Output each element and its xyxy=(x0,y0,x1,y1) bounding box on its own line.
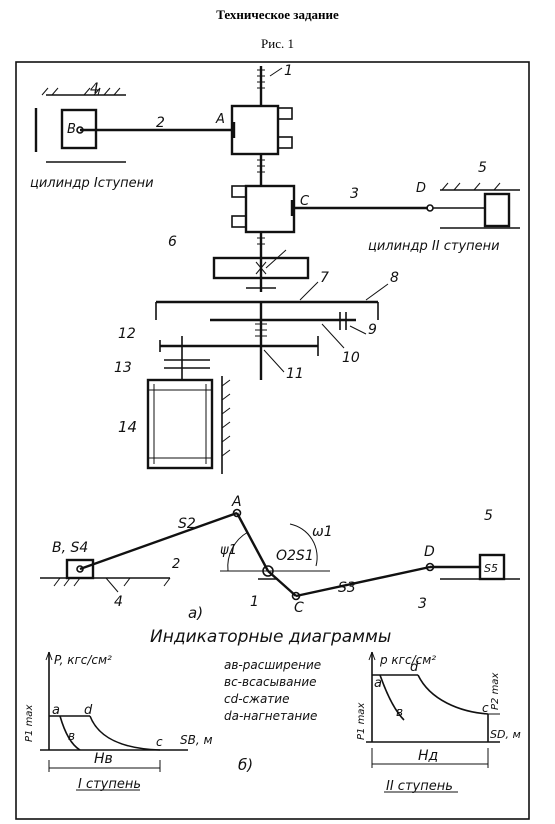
label-8: 8 xyxy=(390,270,399,286)
kin-label-S3: S3 xyxy=(338,580,356,596)
label-4: 4 xyxy=(90,81,99,97)
diag1-pmax: P1 max xyxy=(24,705,35,742)
indicator-diagrams-title: Индикаторные диаграммы xyxy=(150,627,391,647)
diag2-point-b: в xyxy=(396,705,403,719)
diag2-pmax1: P1 max xyxy=(356,703,367,740)
label-A: A xyxy=(215,112,225,127)
kin-label-D: D xyxy=(424,544,435,560)
legend-da: dа-нагнетание xyxy=(224,709,317,723)
diag2-s-axis: SD, м xyxy=(490,728,521,741)
diag1-point-c: c xyxy=(156,735,163,749)
label-6: 6 xyxy=(168,234,177,250)
kin-label-O2S1: O2S1 xyxy=(276,548,314,564)
diag2-stage-label: II ступень xyxy=(386,779,453,794)
figure-label: Рис. 1 xyxy=(261,36,294,51)
label-12: 12 xyxy=(118,326,136,342)
diag2-p-axis: p кгс/см² xyxy=(379,653,436,667)
kinematic-diagram xyxy=(40,508,520,601)
diag1-p-axis: P, кгс/см² xyxy=(54,653,112,667)
kin-label-C: C xyxy=(294,600,304,616)
kin-label-S5: S5 xyxy=(484,562,498,575)
label-13: 13 xyxy=(114,360,132,376)
label-14: 14 xyxy=(118,418,137,436)
diag1-stroke-H: Hв xyxy=(94,751,113,767)
diag2-point-d: d xyxy=(410,660,419,675)
kin-label-2: 2 xyxy=(172,557,180,572)
diag1-s-axis: SB, м xyxy=(180,733,213,747)
label-B: B xyxy=(67,122,76,137)
kin-label-3: 3 xyxy=(418,596,427,612)
kin-label-5: 5 xyxy=(484,508,493,524)
kin-label-A: A xyxy=(231,494,242,510)
label-3: 3 xyxy=(350,186,359,202)
kin-label-psi1: ψ1 xyxy=(220,543,237,558)
kin-label-1: 1 xyxy=(250,594,259,610)
kin-label-B-S4: B, S4 xyxy=(52,540,88,556)
indicator-diagram-stage-2 xyxy=(366,651,500,793)
label-10: 10 xyxy=(342,350,360,366)
label-5: 5 xyxy=(478,160,487,176)
figure-frame xyxy=(15,61,530,820)
label-C: C xyxy=(300,194,310,209)
legend-bc: вс-всасывание xyxy=(224,675,317,689)
diag2-point-c: c xyxy=(482,701,489,715)
diag2-point-a: a xyxy=(374,676,382,691)
cylinder-2-caption: цилиндр II ступени xyxy=(368,239,500,254)
legend-ab: ав-расширение xyxy=(224,658,321,672)
kin-label-4: 4 xyxy=(114,594,123,610)
diag1-point-a: a xyxy=(52,703,60,718)
label-9: 9 xyxy=(368,322,377,338)
label-11: 11 xyxy=(286,366,304,382)
diag1-point-b: в xyxy=(68,729,75,743)
kin-label-omega1: ω1 xyxy=(312,524,333,540)
diag2-pmax2: P2 max xyxy=(490,673,501,710)
legend-cd: сd-сжатие xyxy=(224,692,289,706)
subfigure-a-label: а) xyxy=(188,604,203,622)
indicator-diagram-stage-1 xyxy=(40,651,188,791)
label-7: 7 xyxy=(320,270,329,286)
diag2-stroke-H: Hд xyxy=(418,748,438,764)
cylinder-1-caption: цилиндр Iступени xyxy=(30,176,154,191)
kin-label-S2: S2 xyxy=(178,516,196,532)
document-title: Техническое задание xyxy=(216,7,339,22)
diag1-stage-label: I ступень xyxy=(78,777,141,792)
diag1-point-d: d xyxy=(84,703,93,718)
compressor-scheme xyxy=(34,66,520,474)
label-D: D xyxy=(416,181,426,196)
label-2: 2 xyxy=(156,115,165,131)
subfigure-b-label: б) xyxy=(238,756,253,774)
label-1: 1 xyxy=(284,63,293,79)
